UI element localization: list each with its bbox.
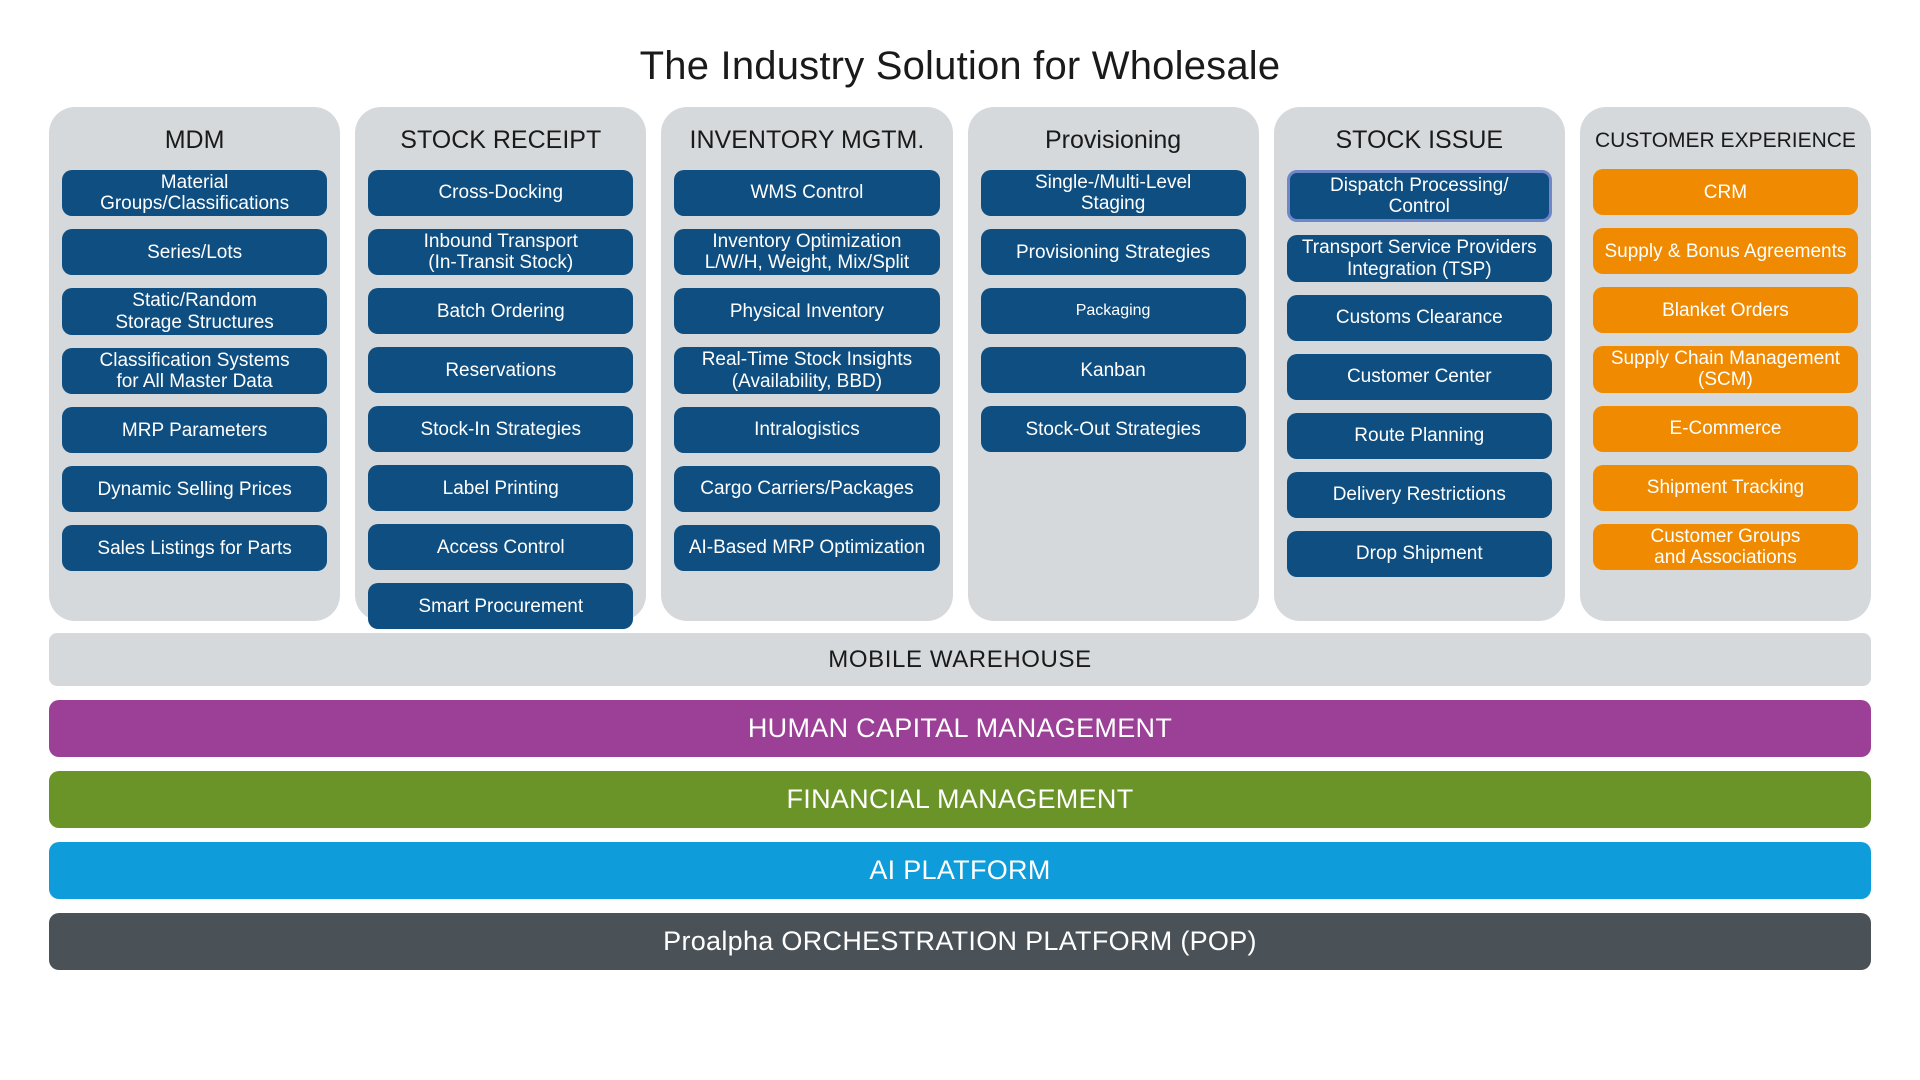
item-static-random-storage-structures[interactable]: Static/Random Storage Structures bbox=[62, 288, 328, 335]
item-kanban[interactable]: Kanban bbox=[980, 347, 1246, 394]
item-sales-listings-for-parts[interactable]: Sales Listings for Parts bbox=[62, 525, 328, 572]
item-classification-systems-for-all-master-da[interactable]: Classification Systems for All Master Da… bbox=[62, 347, 328, 395]
column-header: Provisioning bbox=[1045, 126, 1182, 154]
bar-mobile-warehouse[interactable]: MOBILE WAREHOUSE bbox=[49, 633, 1871, 686]
item-inbound-transport-in-transit-stock[interactable]: Inbound Transport (In-Transit Stock) bbox=[368, 228, 634, 276]
column-header: STOCK RECEIPT bbox=[400, 126, 602, 154]
item-customer-groups-and-associations[interactable]: Customer Groups and Associations bbox=[1592, 523, 1859, 571]
column-header: MDM bbox=[164, 126, 225, 154]
column-header: STOCK ISSUE bbox=[1335, 126, 1504, 154]
item-cross-docking[interactable]: Cross-Docking bbox=[368, 169, 634, 216]
item-customer-center[interactable]: Customer Center bbox=[1286, 353, 1552, 400]
item-provisioning-strategies[interactable]: Provisioning Strategies bbox=[980, 229, 1246, 276]
item-supply-bonus-agreements[interactable]: Supply & Bonus Agreements bbox=[1592, 228, 1859, 275]
item-blanket-orders[interactable]: Blanket Orders bbox=[1592, 287, 1859, 334]
column-customer-experience: CUSTOMER EXPERIENCE CRM Supply & Bonus Ag… bbox=[1579, 107, 1872, 621]
item-shipment-tracking[interactable]: Shipment Tracking bbox=[1592, 464, 1859, 511]
item-real-time-stock-insights-availability-bb[interactable]: Real-Time Stock Insights (Availability, … bbox=[674, 347, 940, 394]
bar-proalpha-orchestration-platform-pop[interactable]: Proalpha ORCHESTRATION PLATFORM (POP) bbox=[49, 913, 1871, 970]
item-transport-service-providers-integration-[interactable]: Transport Service Providers Integration … bbox=[1286, 235, 1552, 282]
item-e-commerce[interactable]: E-Commerce bbox=[1592, 405, 1859, 452]
column-provisioning: Provisioning Single-/Multi-Level Staging… bbox=[967, 107, 1259, 621]
item-series-lots[interactable]: Series/Lots bbox=[62, 229, 328, 276]
page-title: The Industry Solution for Wholesale bbox=[639, 44, 1281, 88]
item-physical-inventory[interactable]: Physical Inventory bbox=[674, 288, 940, 335]
item-access-control[interactable]: Access Control bbox=[368, 524, 634, 571]
bar-financial-management[interactable]: FINANCIAL MANAGEMENT bbox=[49, 771, 1871, 828]
item-smart-procurement[interactable]: Smart Procurement bbox=[368, 583, 634, 630]
item-customs-clearance[interactable]: Customs Clearance bbox=[1286, 294, 1552, 341]
column-header: INVENTORY MGTM. bbox=[689, 126, 925, 154]
item-dynamic-selling-prices[interactable]: Dynamic Selling Prices bbox=[62, 466, 328, 513]
column-header: CUSTOMER EXPERIENCE bbox=[1594, 129, 1856, 152]
item-material-groups-classifications[interactable]: Material Groups/Classifications bbox=[62, 169, 328, 217]
item-cargo-carriers-packages[interactable]: Cargo Carriers/Packages bbox=[674, 465, 940, 512]
item-ai-based-mrp-optimization[interactable]: AI-Based MRP Optimization bbox=[674, 524, 940, 571]
item-stock-out-strategies[interactable]: Stock-Out Strategies bbox=[980, 406, 1246, 453]
item-delivery-restrictions[interactable]: Delivery Restrictions bbox=[1286, 471, 1552, 518]
item-route-planning[interactable]: Route Planning bbox=[1286, 412, 1552, 459]
item-intralogistics[interactable]: Intralogistics bbox=[674, 406, 940, 453]
item-drop-shipment[interactable]: Drop Shipment bbox=[1286, 530, 1552, 577]
item-inventory-optimization-l-w-h-weight-mix-[interactable]: Inventory Optimization L/W/H, Weight, Mi… bbox=[674, 228, 940, 276]
item-stock-in-strategies[interactable]: Stock-In Strategies bbox=[368, 406, 634, 453]
item-label-printing[interactable]: Label Printing bbox=[368, 465, 634, 512]
item-crm[interactable]: CRM bbox=[1592, 169, 1859, 216]
item-wms-control[interactable]: WMS Control bbox=[674, 169, 940, 216]
bar-human-capital-management[interactable]: HUMAN CAPITAL MANAGEMENT bbox=[49, 700, 1871, 757]
item-packaging[interactable]: Packaging bbox=[980, 288, 1246, 335]
item-single-multi-level-staging[interactable]: Single-/Multi-Level Staging bbox=[980, 169, 1246, 217]
platform-bars: MOBILE WAREHOUSE HUMAN CAPITAL MANAGEMENT… bbox=[49, 633, 1871, 970]
item-supply-chain-management-scm[interactable]: Supply Chain Management (SCM) bbox=[1592, 346, 1859, 393]
item-batch-ordering[interactable]: Batch Ordering bbox=[368, 288, 634, 335]
column-stock-issue: STOCK ISSUE Dispatch Processing/ Control… bbox=[1273, 107, 1565, 621]
bar-ai-platform[interactable]: AI PLATFORM bbox=[49, 842, 1871, 899]
item-dispatch-processing-control[interactable]: Dispatch Processing/ Control bbox=[1286, 169, 1552, 223]
item-mrp-parameters[interactable]: MRP Parameters bbox=[62, 407, 328, 454]
item-reservations[interactable]: Reservations bbox=[368, 347, 634, 394]
